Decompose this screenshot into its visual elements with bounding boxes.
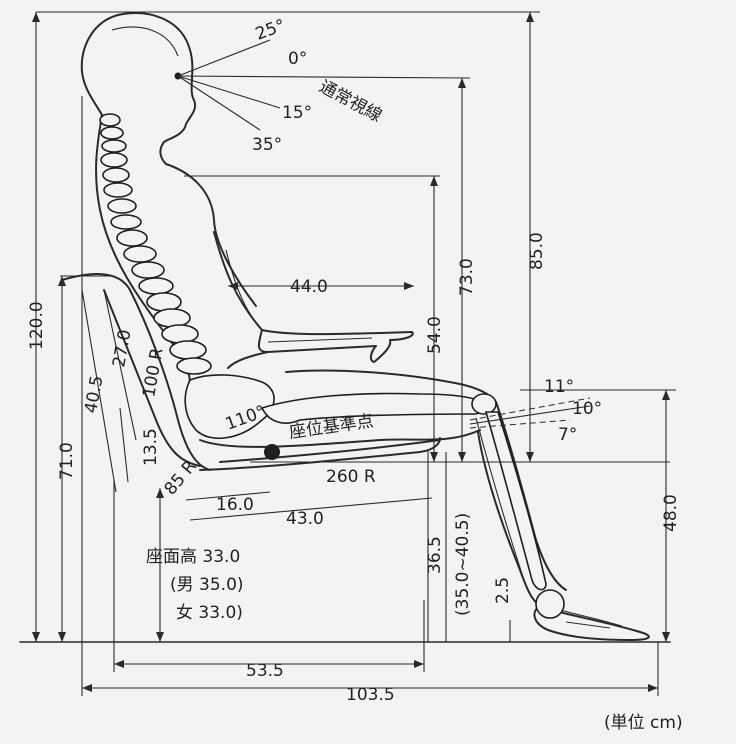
angle-7-label: 7° [558, 425, 577, 445]
angle-35-label: 35° [252, 135, 282, 155]
sight-35 [177, 75, 261, 131]
seat-back [61, 273, 211, 471]
seat-cushion [199, 437, 441, 471]
dim-13-5-line [119, 407, 129, 483]
dim-85-label: 85.0 [527, 232, 547, 270]
foot-outline [533, 605, 650, 641]
dim-53-5-label: 53.5 [246, 661, 284, 681]
head-outline [117, 12, 196, 165]
dim-120-label: 120.0 [27, 301, 47, 350]
dim-43-label: 43.0 [286, 509, 324, 529]
spine [99, 113, 212, 375]
angle-11-label: 11° [544, 377, 574, 397]
dim-71-label: 71.0 [57, 442, 77, 480]
dim-35-40-label: (35.0~40.5) [453, 513, 473, 616]
arrowheads [32, 12, 670, 692]
sight-line-label: 通常視線 [316, 77, 385, 127]
leg-angle-7 [469, 419, 571, 429]
seat-height-title: 座面高 33.0 [146, 547, 240, 567]
dim-2-5-label: 2.5 [493, 577, 513, 604]
skull-line [111, 26, 179, 57]
angle-10-label: 10° [572, 399, 602, 419]
upper-arm [213, 231, 414, 363]
angle-0-label: 0° [288, 49, 307, 69]
sight-15 [177, 75, 281, 109]
thigh-bottom [199, 429, 481, 448]
foot-bones [559, 609, 623, 629]
seat-back-inner [103, 289, 201, 467]
leg-angle-10 [469, 405, 591, 425]
torso-front [165, 163, 257, 307]
tibia [484, 411, 547, 591]
dim-260R-label: 260 R [326, 467, 376, 487]
leg-angle-11 [469, 397, 591, 421]
heel-bone [535, 589, 565, 619]
dim-40-5-line [81, 289, 117, 493]
sight-0 [177, 75, 471, 79]
sight-25 [177, 39, 271, 77]
dim-48-label: 48.0 [661, 494, 681, 532]
angle-15-label: 15° [282, 103, 312, 123]
dim-16-label: 16.0 [216, 495, 254, 515]
dim-85R-label: 85 R [161, 456, 201, 499]
angle-25-label: 25° [253, 16, 288, 45]
dim-100R-label: 100 R [139, 346, 167, 399]
seat-cushion-top [219, 439, 441, 463]
dim-16-line [185, 491, 271, 501]
arm-bones [225, 249, 373, 343]
forearm [227, 329, 269, 369]
seat-height-male: (男 35.0) [170, 575, 244, 595]
seat-reference-point [264, 444, 280, 460]
dim-54-label: 54.0 [425, 316, 445, 354]
seat-height-female: 女 33.0) [176, 603, 243, 623]
dim-103-5-label: 103.5 [346, 685, 395, 705]
knee-cap [471, 393, 497, 415]
dim-73-label: 73.0 [457, 258, 477, 296]
unit-label: (単位 cm) [604, 713, 683, 733]
dim-27-line [103, 289, 137, 441]
dim-43-line [189, 497, 433, 521]
fibula [475, 417, 527, 587]
dim-44-label: 44.0 [290, 277, 328, 297]
pelvis [184, 374, 275, 439]
dim-36-5-label: 36.5 [425, 536, 445, 574]
dim-40-5-label: 40.5 [81, 374, 107, 415]
back-of-head [80, 14, 119, 116]
dim-13-5-label: 13.5 [141, 428, 161, 466]
